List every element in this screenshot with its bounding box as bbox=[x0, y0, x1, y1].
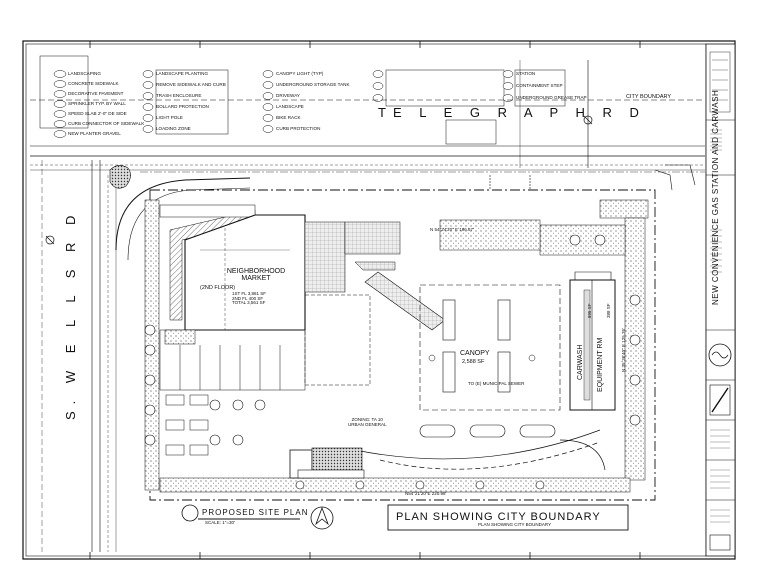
keynote-item: CONTAINMENT STEP bbox=[516, 83, 563, 88]
plan-boundary-frame bbox=[387, 504, 629, 531]
centerline-symbol-telegraph bbox=[583, 115, 593, 125]
proposed-site-plan-title: PROPOSED SITE PLAN bbox=[202, 508, 309, 517]
keynote-item: CURB CONNECTOR OF SIDEWALK bbox=[68, 121, 145, 126]
keynote-item: LIGHT POLE bbox=[156, 115, 183, 120]
telegraph-rd-lines bbox=[30, 60, 705, 173]
perimeter-landscape bbox=[144, 199, 649, 493]
canopy-label: CANOPY bbox=[460, 350, 490, 357]
drive-aisle bbox=[354, 429, 606, 471]
keynote-item: DECORATIVE PAVEMENT bbox=[68, 91, 124, 96]
keynote-item: DRIVEWAY bbox=[276, 93, 300, 98]
bearing-bottom-label: N54°21'20"E 220.98' bbox=[405, 491, 447, 496]
walkway-hatched bbox=[304, 221, 346, 293]
parking-blocks bbox=[165, 394, 209, 456]
keynote-item: BOLLARD PROTECTION bbox=[156, 104, 209, 109]
keynote-item: REMOVE SIDEWALK AND CURB bbox=[156, 82, 226, 87]
plan-boundary-subtitle: PLAN SHOWING CITY BOUNDARY bbox=[478, 522, 552, 527]
diagonal-ramp bbox=[364, 271, 446, 331]
project-title: NEW CONVENIENCE GAS STATION AND CARWASH bbox=[711, 89, 720, 305]
carwash-label: CARWASH bbox=[577, 344, 584, 380]
carwash-area-label: 895 SF bbox=[587, 303, 592, 318]
keynote-item: TRASH ENCLOSURE bbox=[156, 93, 202, 98]
keynote-item: UNDERGROUND GREASE TRAP bbox=[516, 95, 587, 100]
parking-row bbox=[159, 329, 306, 391]
keynote-item: LANDSCAPING bbox=[68, 71, 101, 76]
wells-road-label: S. W E L L S R D bbox=[63, 208, 78, 420]
canopy-structure bbox=[419, 284, 561, 411]
trees bbox=[144, 234, 641, 490]
centerline-symbol-wells bbox=[45, 235, 55, 245]
keynote-item: SPRINKLER TYP. BY WALL bbox=[68, 101, 126, 106]
sewer-label: TO (E) MUNICIPAL SEWER bbox=[468, 381, 525, 386]
plan-boundary-title: PLAN SHOWING CITY BOUNDARY bbox=[396, 511, 601, 523]
keynote-column-mid2 bbox=[262, 70, 274, 133]
equipment-area-label: 388 SF bbox=[606, 303, 611, 318]
carwash-building bbox=[569, 271, 616, 411]
city-boundary-label: CITY BOUNDARY bbox=[626, 94, 672, 100]
wells-rd-lines bbox=[41, 160, 117, 552]
bearing-top-label: N 54°24'20" E 196.67' bbox=[430, 227, 474, 232]
zoning-label: ZONING: TA 10 URBAN GENERAL bbox=[348, 417, 387, 427]
corner-curb-return bbox=[115, 177, 251, 251]
bearing-right-label: N 35°36'40" E 125.76' bbox=[621, 328, 626, 372]
trash-enclosure bbox=[289, 447, 365, 479]
north-arrow bbox=[310, 506, 334, 530]
keynote-item: CURB PROTECTION bbox=[276, 126, 321, 131]
keynote-item: UNDERGROUND STORAGE TANK bbox=[276, 82, 350, 87]
keynote-column-mid bbox=[142, 69, 229, 135]
equipment-room-label: EQUIPMENT RM bbox=[597, 337, 604, 392]
architect-seal bbox=[708, 343, 732, 367]
keynote-item: NEW PLANTER GRAVEL bbox=[68, 131, 121, 136]
keynote-item: LANDSCAPE bbox=[276, 104, 304, 109]
keynote-item: CONCRETE SIDEWALK bbox=[68, 81, 119, 86]
planter-islands bbox=[419, 424, 556, 438]
market-name-label: NEIGHBORHOOD MARKET bbox=[226, 268, 286, 282]
second-floor-label: (2ND FLOOR) bbox=[200, 285, 236, 291]
keynote-item: LANDSCAPE PLANTING bbox=[156, 71, 209, 76]
keynote-item: BIKE RACK bbox=[276, 115, 301, 120]
canopy-area-label: 2,588 SF bbox=[462, 359, 485, 365]
telegraph-road-label: TE L E G R A P H R D bbox=[378, 105, 646, 120]
market-area-label: 1ST FL 3,861 SF 2ND FL 400 SF TOTAL 3,56… bbox=[232, 291, 267, 305]
keynote-column-left bbox=[39, 55, 89, 138]
keynote-item: SPEED SLAB 2'-0" DE SIDE bbox=[68, 111, 127, 116]
scale-label: SCALE: 1"=30' bbox=[205, 520, 235, 525]
keynote-item: STATION bbox=[516, 71, 536, 76]
keynote-column-right bbox=[372, 69, 566, 145]
border-ticks bbox=[89, 41, 641, 559]
keynote-item: CANOPY LIGHT (TYP) bbox=[276, 71, 324, 76]
keynote-item: LOADING ZONE bbox=[156, 126, 191, 131]
plan-callout-bubble bbox=[181, 504, 199, 522]
title-block bbox=[705, 43, 736, 557]
